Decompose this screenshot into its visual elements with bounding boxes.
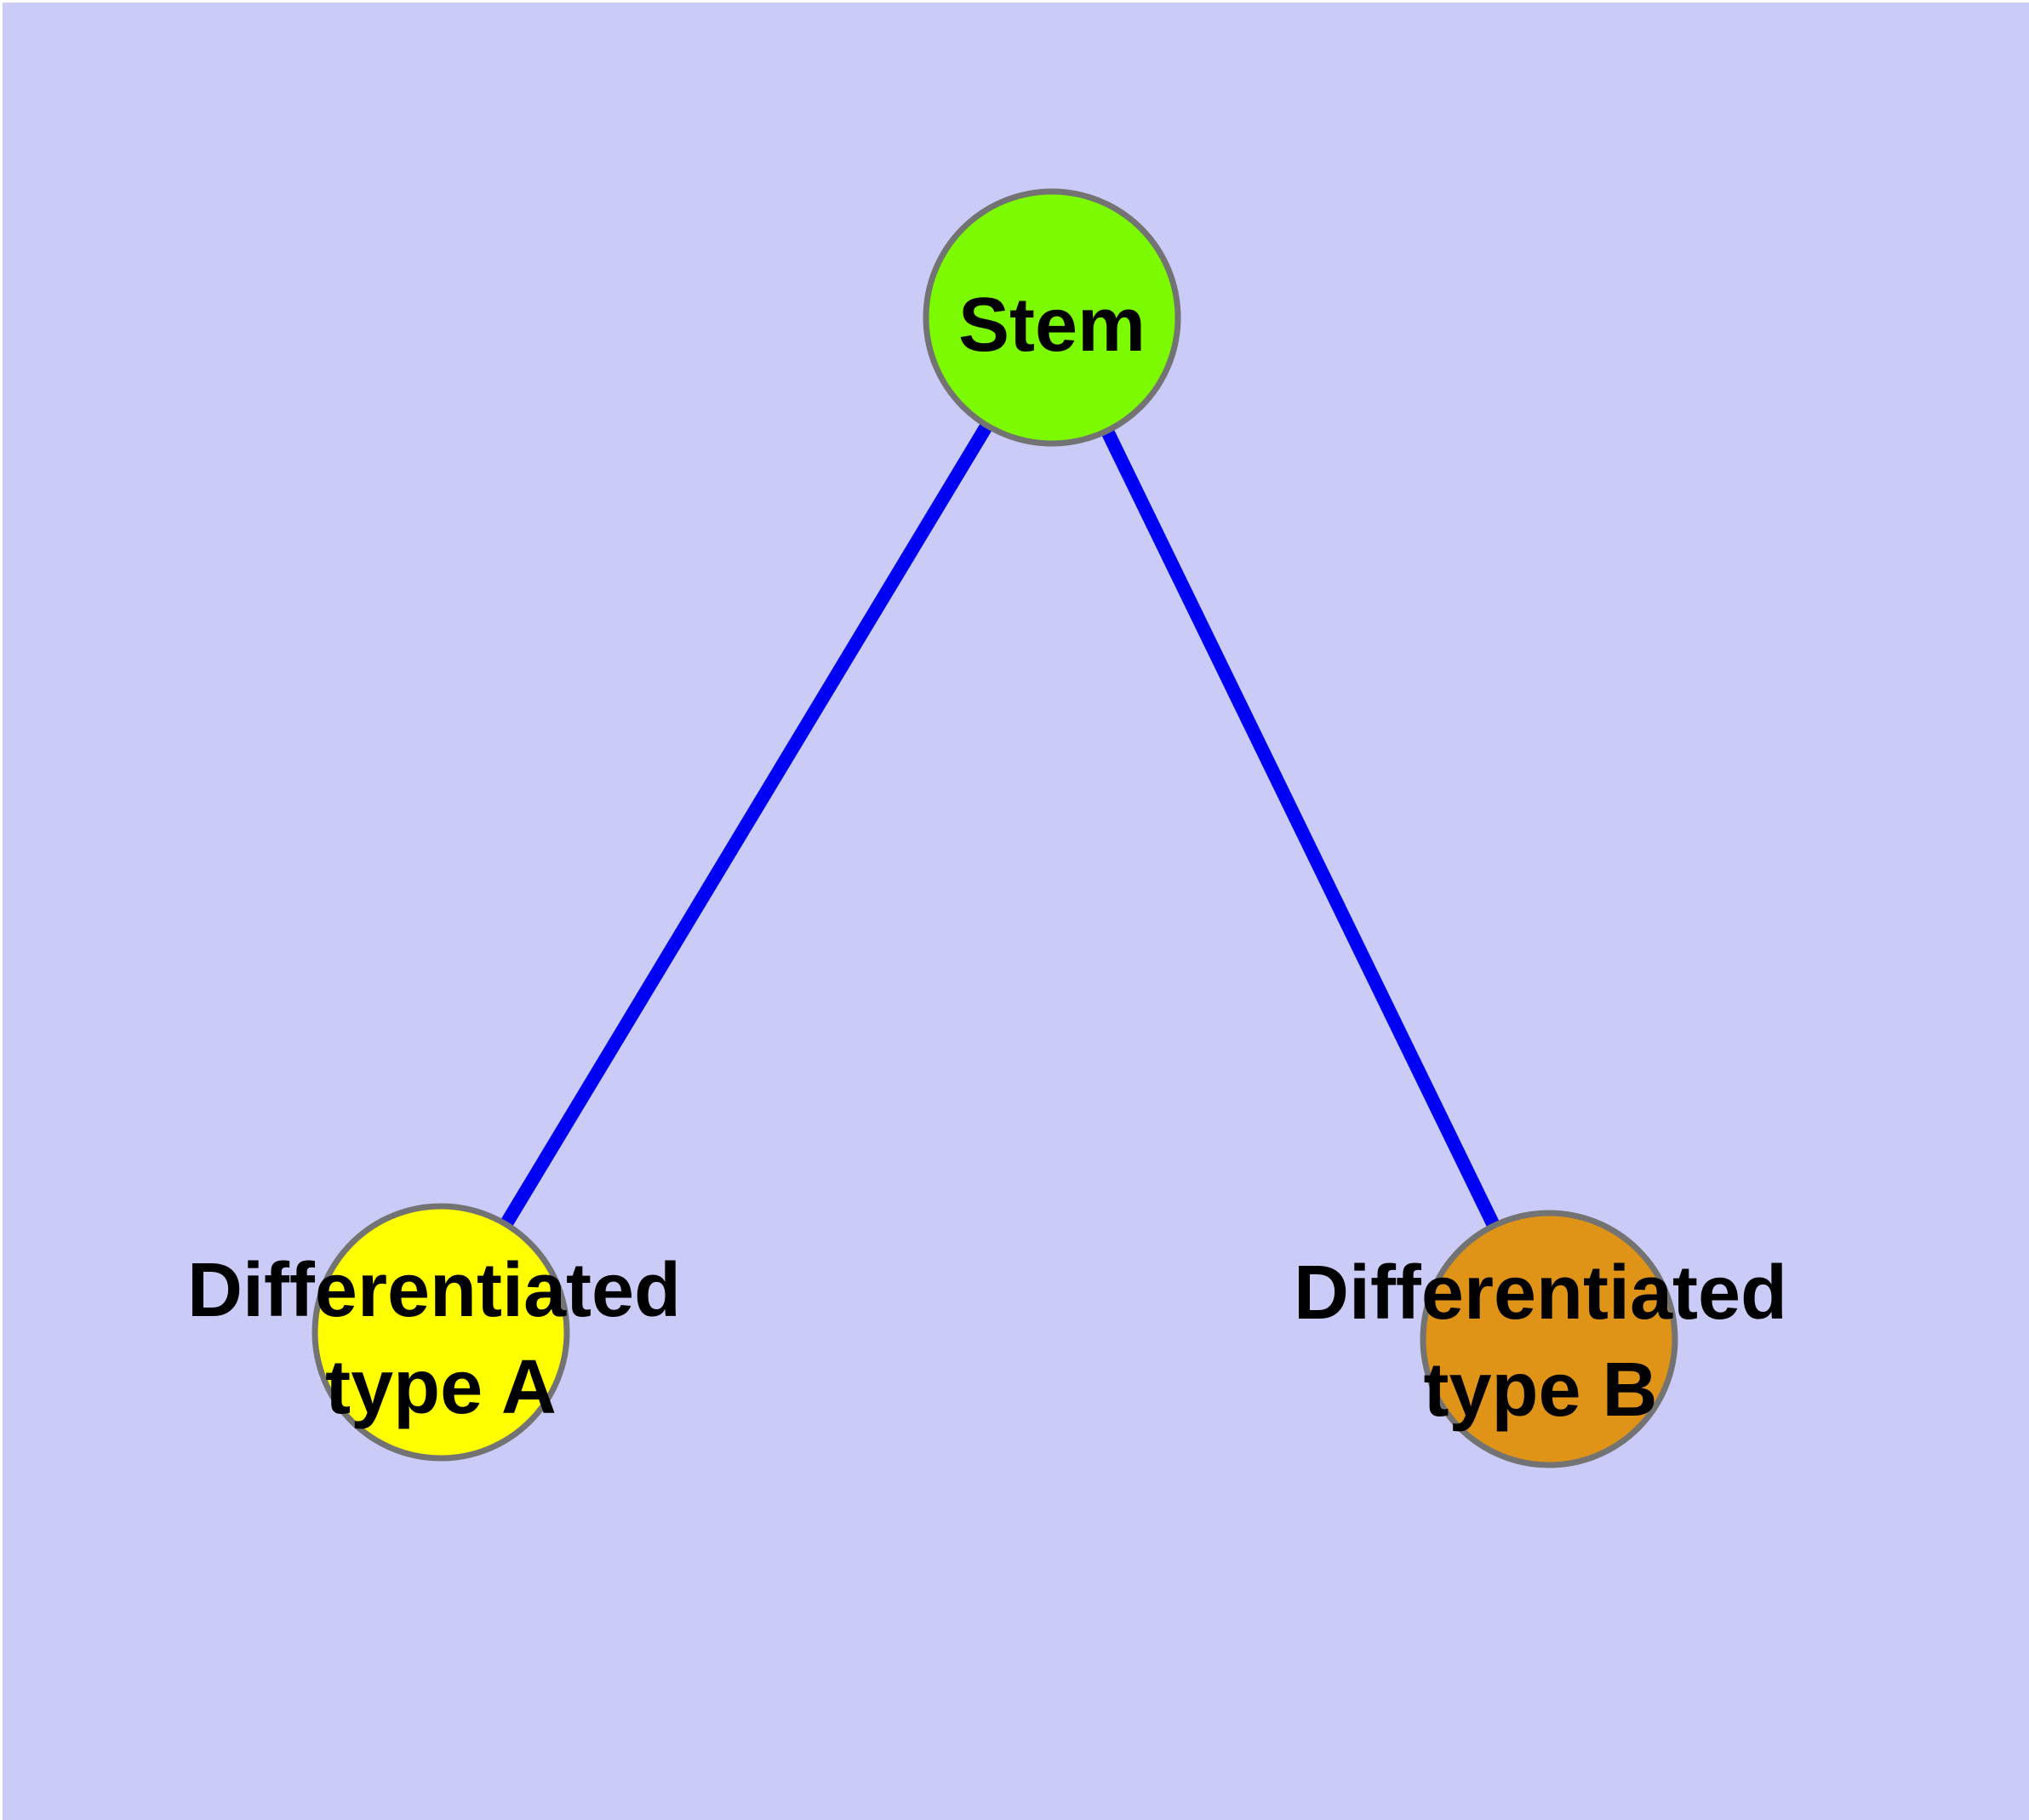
node-type-b-label-line2: type B — [1423, 1348, 1657, 1433]
node-type-a-label-line2: type A — [325, 1345, 557, 1430]
edge-stem-to-type-b — [1045, 314, 1556, 1342]
node-stem-circle — [923, 188, 1181, 447]
node-type-b-label-line1: Differentiated — [1294, 1251, 1787, 1336]
node-stem-label: Stem — [958, 283, 1146, 368]
edge-stem-to-type-a — [435, 313, 1058, 1336]
node-type-a-circle — [311, 1203, 570, 1462]
node-type-a-label-line1: Differentiated — [187, 1248, 681, 1333]
node-type-b-circle — [1420, 1210, 1678, 1468]
